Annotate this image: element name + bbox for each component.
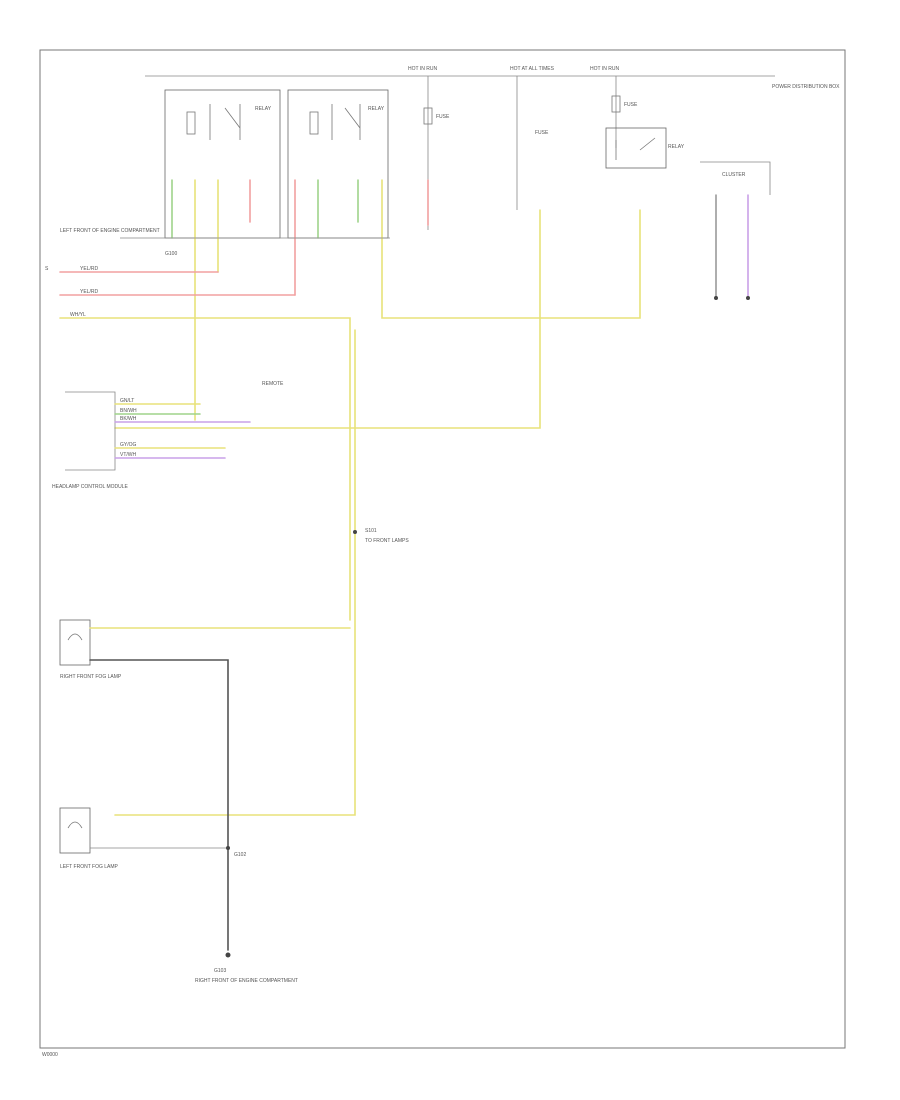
wire-yellow-horiz-1 [59,317,351,621]
cluster-box [700,161,771,195]
label-bottom-left-code: W0000 [42,1052,58,1058]
label-module-pins-3: BK/WH [120,416,137,422]
right-fog-wire-black [89,659,229,951]
label-left-front-ground: LEFT FRONT OF ENGINE COMPARTMENT [60,228,160,234]
diagram-frame [39,49,846,1049]
fuse-c-icon [611,95,621,113]
label-remote: REMOTE [262,381,284,387]
label-power-dist-top-right: POWER DISTRIBUTION BOX [772,84,840,90]
fuse-a-icon [423,107,433,125]
wire-yellow-4 [114,209,541,429]
relay-right-switch [615,137,656,160]
label-relay-left: RELAY [255,106,272,112]
relay-box-mid [287,89,389,239]
label-module-pins-2: BN/WH [120,408,137,414]
cluster-pin-2 [746,296,750,300]
label-wire-top-3: WH/YL [70,312,86,318]
label-g100: G100 [165,251,177,257]
module-outline [65,391,116,471]
label-hot-in-run-2: HOT IN RUN [590,66,619,72]
label-left-front-fog: LEFT FRONT FOG LAMP [60,864,119,870]
label-module-pins-1: GN/LT [120,398,134,404]
label-g102: G102 [234,852,246,858]
splice-dot [353,530,357,534]
cluster-pin-1 [714,296,718,300]
label-connector-far-right: CLUSTER [722,172,746,178]
label-ground-bottom: RIGHT FRONT OF ENGINE COMPARTMENT [195,978,298,984]
ground-splice-dot [226,846,230,850]
label-right-front-fog: RIGHT FRONT FOG LAMP [60,674,122,680]
label-fuse-b: FUSE [535,130,549,136]
right-front-fog-lamp [59,619,91,666]
wire-yellow-3 [381,179,641,319]
relay-left-internals [186,104,241,140]
label-splice-text: TO FRONT LAMPS [365,538,409,544]
wire-yellow-vertical-splice [114,329,356,816]
relay-mid-internals [309,104,361,140]
label-fuse-a: FUSE [436,114,450,120]
right-fog-lamp-filament [67,633,83,641]
label-module-name: HEADLAMP CONTROL MODULE [52,484,129,490]
label-wire-top-1: YEL/RD [80,266,98,272]
label-wire-top-2: YEL/RD [80,289,98,295]
label-g103: G103 [214,968,226,974]
left-front-fog-lamp [59,807,91,854]
label-hot-run-1: HOT IN RUN [408,66,437,72]
relay-box-left [164,89,281,239]
relay-box-right [605,127,667,169]
label-relay-right: RELAY [668,144,685,150]
label-hot-at-all-times: HOT AT ALL TIMES [510,66,555,72]
label-module-pins-4: GY/OG [120,442,137,448]
label-fuse-c: FUSE [624,102,638,108]
label-conn-s: S [45,266,49,272]
label-module-pins-5: VT/WH [120,452,136,458]
label-relay-mid: RELAY [368,106,385,112]
ground-bottom-dot [225,952,231,958]
left-fog-lamp-filament [67,821,83,829]
label-splice-s1: S101 [365,528,377,534]
